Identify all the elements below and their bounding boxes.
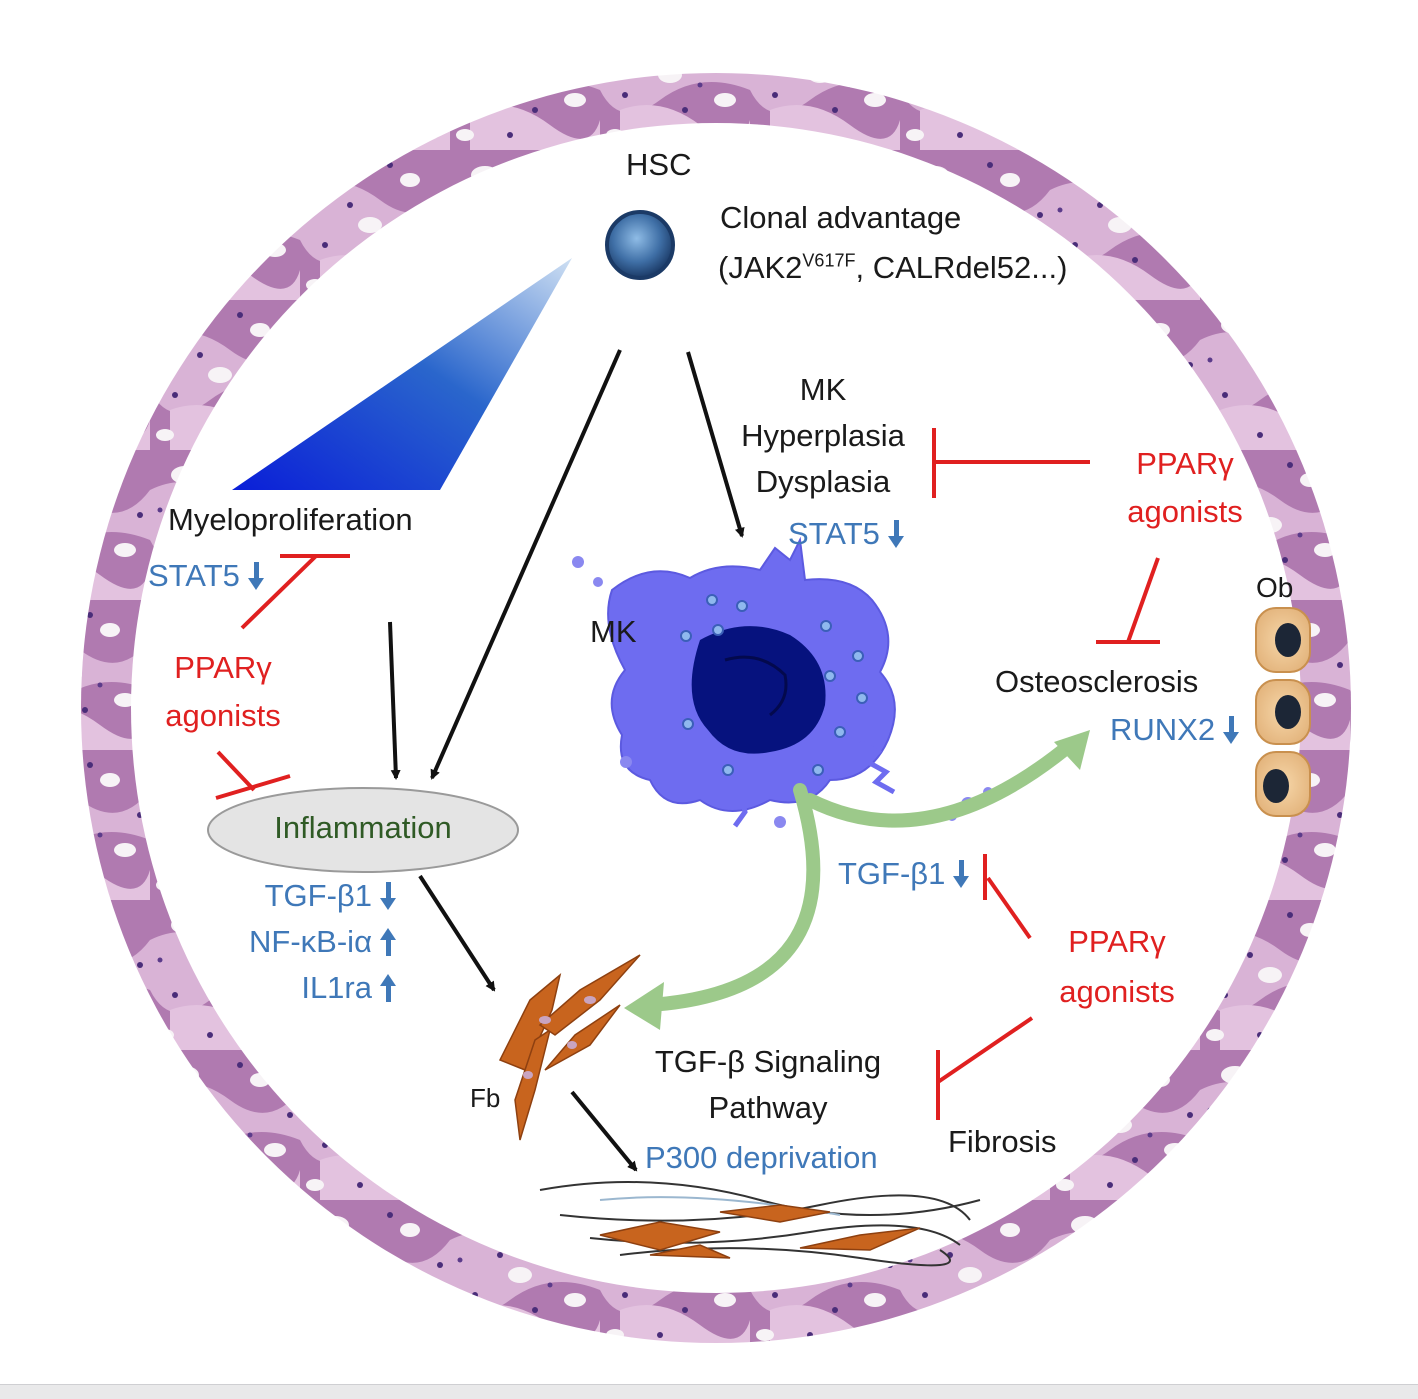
up-arrow-icon <box>380 928 396 956</box>
ob-label: Ob <box>1256 572 1294 603</box>
clonal-advantage-label: Clonal advantage <box>720 200 962 235</box>
mk-title: MK <box>799 372 847 407</box>
down-arrow-icon <box>953 860 970 888</box>
black-arrows <box>388 349 745 1172</box>
up-arrow-icon <box>380 974 396 1002</box>
osteosclerosis-label: Osteosclerosis <box>995 664 1199 699</box>
ppar-lower-right-line1: PPARγ <box>1068 924 1166 959</box>
ppar-lower-right-line2: agonists <box>1059 974 1175 1009</box>
fiber-fibroblasts <box>599 1204 921 1259</box>
inflammation-label: Inflammation <box>274 810 452 845</box>
green-arrowhead-osteo <box>1054 730 1090 770</box>
down-arrow-icon <box>247 562 264 590</box>
myeloproliferation-label: Myeloproliferation <box>168 502 413 537</box>
red-inhibitors <box>215 428 1160 1120</box>
mk-stat5-label: STAT5 <box>788 516 904 552</box>
mk-cell <box>572 536 993 828</box>
tgfb-signaling-label: TGF-β Signaling <box>654 1044 882 1079</box>
inflammation-ellipse <box>207 787 519 873</box>
fibroblasts <box>498 954 641 1141</box>
myeloproliferation-wedge <box>232 258 572 490</box>
marker-tgfb1: TGF-β1 <box>150 878 396 914</box>
green-arrowhead-fb <box>624 982 664 1030</box>
myelo-stat5-label: STAT5 <box>148 558 264 594</box>
osteoblasts <box>1255 607 1311 817</box>
runx2-label: RUNX2 <box>1110 712 1240 748</box>
ppar-left-line1: PPARγ <box>174 650 272 685</box>
tgfb1-right-label: TGF-β1 <box>838 856 970 892</box>
pathway-label: Pathway <box>708 1090 828 1125</box>
footer-bar <box>0 1384 1418 1399</box>
ppar-top-right-line1: PPARγ <box>1136 446 1234 481</box>
marker-il1ra: IL1ra <box>150 970 396 1006</box>
hsc-label: HSC <box>626 147 692 182</box>
ppar-top-right-line2: agonists <box>1127 494 1243 529</box>
green-arrows <box>643 738 1077 1012</box>
mk-cell-label: MK <box>590 614 637 649</box>
down-arrow-icon <box>887 520 904 548</box>
ppar-left-line2: agonists <box>165 698 281 733</box>
clonal-mutations-label: (JAK2V617F, CALRdel52...) <box>718 250 1068 285</box>
p300-label: P300 deprivation <box>645 1140 878 1175</box>
down-arrow-icon <box>1223 716 1240 744</box>
jak2-superscript: V617F <box>802 250 856 271</box>
down-arrow-icon <box>380 882 396 910</box>
hyperplasia-label: Hyperplasia <box>741 418 905 453</box>
dysplasia-label: Dysplasia <box>755 464 891 499</box>
marker-nfkb: NF-κB-iα <box>150 924 396 960</box>
fb-label: Fb <box>470 1083 501 1113</box>
hsc-cell <box>605 210 675 280</box>
fibrosis-label: Fibrosis <box>948 1124 1057 1159</box>
